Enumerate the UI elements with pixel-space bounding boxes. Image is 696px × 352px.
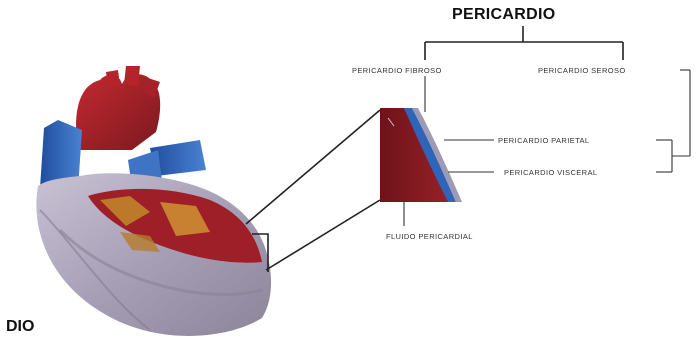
heart-body <box>36 173 271 336</box>
diagram-title: PERICARDIO <box>452 6 555 24</box>
label-pericardio-fibroso: PERICARDIO FIBROSO <box>352 66 442 75</box>
aorta-arch <box>76 66 160 150</box>
pericardium-cross-section <box>380 108 462 202</box>
label-fluido-pericardial: FLUIDO PERICARDIAL <box>386 232 473 241</box>
zoom-connectors <box>246 110 380 272</box>
cropped-label: DIO <box>6 318 34 336</box>
hierarchy-bracket <box>425 26 623 60</box>
label-pericardio-visceral: PERICARDIO VISCERAL <box>504 168 597 177</box>
label-pericardio-seroso: PERICARDIO SEROSO <box>538 66 626 75</box>
label-pericardio-parietal: PERICARDIO PARIETAL <box>498 136 590 145</box>
